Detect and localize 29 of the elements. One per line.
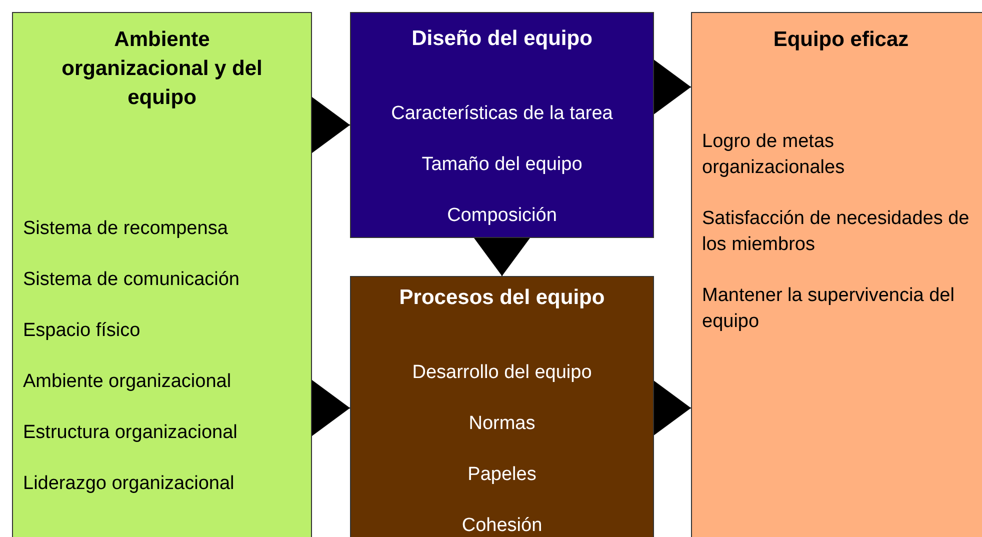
- list-item: Sistema de comunicación: [23, 268, 240, 292]
- list-item: Composición: [447, 204, 557, 228]
- process-box: [691, 12, 982, 537]
- process-box: [12, 12, 312, 537]
- arrow: [653, 59, 692, 115]
- process-box: [350, 276, 654, 537]
- box-heading: Equipo eficaz: [772, 27, 910, 53]
- list-item: Normas: [468, 412, 536, 436]
- box-heading: Procesos del equipo: [398, 285, 606, 311]
- list-item: Desarrollo del equipo: [412, 361, 592, 385]
- arrow: [312, 380, 350, 436]
- list-item: Espacio físico: [23, 319, 140, 343]
- arrow: [653, 380, 692, 436]
- list-item: Estructura organizacional: [23, 421, 238, 445]
- list-item: Papeles: [468, 463, 536, 487]
- list-item: Satisfacción de necesidades de los miembros: [702, 207, 970, 257]
- process-box: [350, 12, 654, 238]
- list-item: Mantener la supervivencia del equipo: [702, 284, 956, 334]
- list-item: Tamaño del equipo: [422, 153, 582, 177]
- arrow: [474, 238, 530, 276]
- arrow: [312, 97, 350, 153]
- list-item: Cohesión: [462, 514, 542, 537]
- list-item: Ambiente organizacional: [23, 370, 232, 394]
- list-item: Sistema de recompensa: [23, 217, 228, 241]
- box-heading: Ambiente organizacional y del equipo: [60, 27, 264, 111]
- box-heading: Diseño del equipo: [410, 26, 594, 52]
- list-item: Logro de metas organizacionales: [702, 130, 846, 180]
- list-item: Liderazgo organizacional: [23, 472, 234, 496]
- list-item: Características de la tarea: [391, 102, 613, 126]
